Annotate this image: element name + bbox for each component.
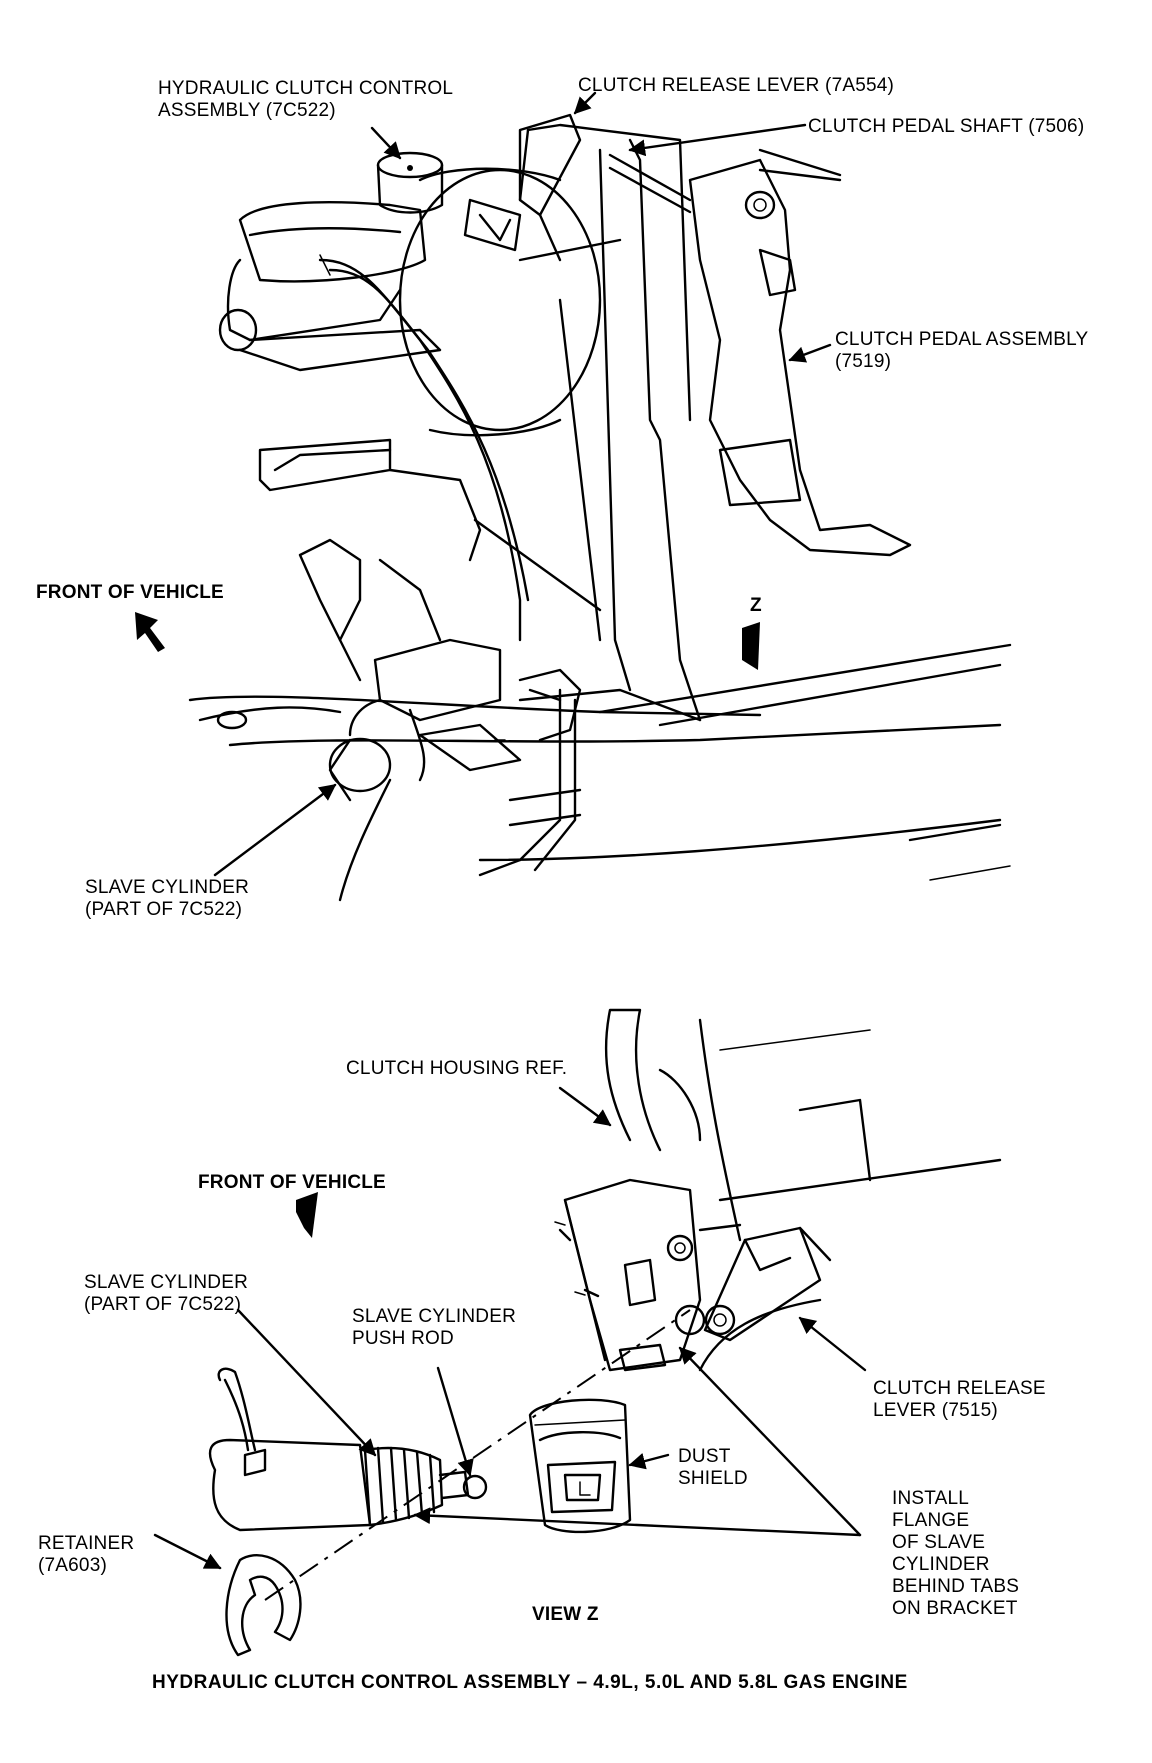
leader-pedal-assembly bbox=[788, 343, 832, 363]
leader-pedal-shaft bbox=[628, 123, 807, 157]
leader-retainer bbox=[153, 1533, 222, 1570]
front-of-vehicle-arrow-icon bbox=[135, 612, 165, 652]
slave-cylinder-bracket bbox=[554, 1178, 706, 1372]
leader-slave-cylinder-lower bbox=[236, 1308, 377, 1457]
clutch-housing bbox=[604, 1008, 1002, 1372]
support-bracket bbox=[258, 438, 482, 682]
view-z-arrow-icon bbox=[742, 622, 760, 670]
label-clutch-release-lever-7515: CLUTCH RELEASE LEVER (7515) bbox=[873, 1378, 1046, 1421]
leader-hydraulic-assembly bbox=[370, 126, 402, 160]
figure-caption: HYDRAULIC CLUTCH CONTROL ASSEMBLY – 4.9L… bbox=[152, 1672, 908, 1693]
leader-dust-shield bbox=[628, 1453, 670, 1470]
assembly-centerline bbox=[264, 1309, 691, 1601]
label-retainer: RETAINER (7A603) bbox=[38, 1533, 135, 1576]
clutch-pedal-assembly bbox=[688, 158, 912, 557]
leader-install-tab-b bbox=[413, 1507, 862, 1537]
clutch-pedal-shaft bbox=[608, 148, 842, 214]
label-dust-shield: DUST SHIELD bbox=[678, 1446, 748, 1489]
retainer-clip bbox=[225, 1553, 302, 1657]
view-z-drawing bbox=[153, 1008, 1002, 1657]
label-z-marker: Z bbox=[750, 595, 762, 616]
label-front-of-vehicle-main: FRONT OF VEHICLE bbox=[36, 582, 224, 603]
label-slave-cylinder-view-z: SLAVE CYLINDER (PART OF 7C522) bbox=[84, 1272, 249, 1315]
slave-cylinder-lower bbox=[208, 1367, 488, 1532]
label-view-z-title: VIEW Z bbox=[532, 1604, 599, 1625]
leader-housing-ref bbox=[558, 1086, 612, 1127]
label-clutch-pedal-assembly: CLUTCH PEDAL ASSEMBLY (7519) bbox=[835, 329, 1089, 372]
clutch-release-lever-lower bbox=[698, 1223, 832, 1342]
front-of-vehicle-arrow-lower-icon bbox=[296, 1192, 318, 1238]
firewall-panel bbox=[473, 123, 702, 722]
dust-shield bbox=[528, 1398, 632, 1534]
label-clutch-release-lever-7a554: CLUTCH RELEASE LEVER (7A554) bbox=[578, 75, 895, 96]
main-view-drawing bbox=[135, 91, 1012, 902]
leader-release-lever bbox=[573, 91, 597, 115]
clutch-release-lever-upper bbox=[518, 113, 582, 262]
leader-install-tab-a bbox=[678, 1346, 862, 1537]
vehicle-floor-lines bbox=[188, 643, 1012, 902]
label-front-of-vehicle-view-z: FRONT OF VEHICLE bbox=[198, 1172, 386, 1193]
slave-cylinder-main bbox=[328, 638, 582, 877]
hydraulic-clutch-control-assembly bbox=[218, 151, 602, 642]
label-clutch-pedal-shaft: CLUTCH PEDAL SHAFT (7506) bbox=[808, 116, 1085, 137]
leader-push-rod bbox=[436, 1366, 474, 1477]
label-hydraulic-clutch-control-assembly: HYDRAULIC CLUTCH CONTROL ASSEMBLY (7C522… bbox=[158, 78, 454, 121]
label-install-flange-note: INSTALL FLANGE OF SLAVE CYLINDER BEHIND … bbox=[892, 1488, 1020, 1619]
leader-slave-cylinder bbox=[213, 783, 337, 877]
label-clutch-housing-ref: CLUTCH HOUSING REF. bbox=[346, 1058, 568, 1079]
leader-release-lever-lower bbox=[798, 1316, 867, 1372]
label-slave-cylinder-main: SLAVE CYLINDER (PART OF 7C522) bbox=[85, 877, 250, 920]
label-slave-cylinder-push-rod: SLAVE CYLINDER PUSH ROD bbox=[352, 1306, 517, 1349]
